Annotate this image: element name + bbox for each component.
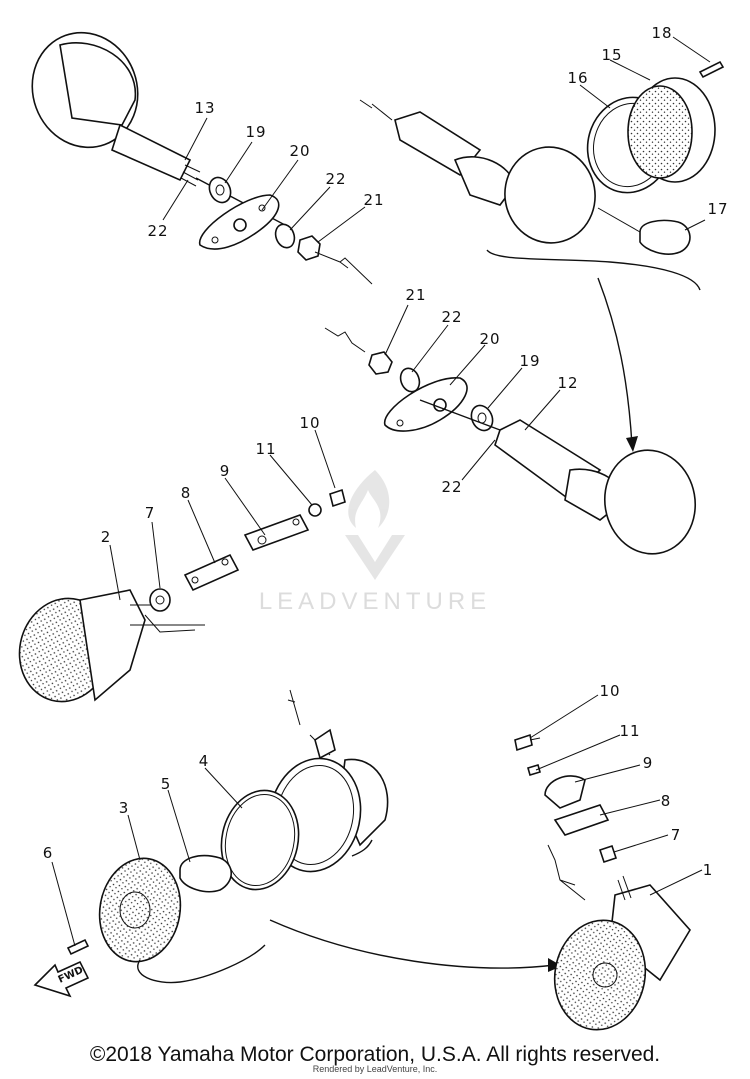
washer-18-top bbox=[208, 176, 232, 204]
callout-18: 19 bbox=[245, 123, 266, 141]
parts-diagram: LEADVENTURE bbox=[18, 24, 728, 1031]
callout-19: 20 bbox=[289, 142, 310, 160]
mid-hardware bbox=[324, 327, 501, 432]
turn-signal-2 bbox=[18, 589, 205, 703]
turn-signal-top-right bbox=[359, 99, 596, 244]
callout-20: 21 bbox=[363, 191, 384, 209]
callout-20: 21 bbox=[405, 286, 426, 304]
group-bracket-bottom-left-end bbox=[351, 839, 373, 857]
callout-19: 20 bbox=[479, 330, 500, 348]
screw-17 bbox=[698, 60, 725, 79]
leader-lines bbox=[51, 36, 711, 947]
callout-16: 17 bbox=[707, 200, 728, 218]
callout-4: 4 bbox=[199, 752, 210, 770]
bulb-5 bbox=[179, 854, 233, 893]
turn-signal-13 bbox=[31, 31, 286, 226]
callout-8: 8 bbox=[661, 792, 672, 810]
screw-6 bbox=[66, 938, 90, 956]
callout-5: 5 bbox=[161, 775, 172, 793]
callout-7: 7 bbox=[145, 504, 156, 522]
fwd-arrow: FWD bbox=[33, 960, 90, 998]
callout-22: 22 bbox=[147, 222, 168, 240]
pointer-arrow-bottom bbox=[269, 919, 556, 969]
nut-20-top bbox=[297, 235, 373, 285]
callout-9: 9 bbox=[220, 462, 231, 480]
callout-6: 6 bbox=[43, 844, 54, 862]
ring-4 bbox=[220, 789, 300, 891]
leadventure-watermark: LEADVENTURE bbox=[259, 470, 491, 615]
callout-1: 1 bbox=[703, 861, 714, 879]
callout-7: 7 bbox=[671, 826, 682, 844]
group-bracket-bottom-left bbox=[137, 944, 266, 984]
lens-14 bbox=[627, 77, 716, 183]
callout-11: 11 bbox=[255, 440, 276, 458]
callout-21: 22 bbox=[325, 170, 346, 188]
callout-9: 9 bbox=[643, 754, 654, 772]
svg-text:LEADVENTURE: LEADVENTURE bbox=[259, 588, 491, 615]
callout-15: 16 bbox=[567, 69, 588, 87]
bulb-16 bbox=[597, 207, 691, 255]
callout-11: 11 bbox=[619, 722, 640, 740]
washer-21-top bbox=[274, 223, 296, 249]
callout-13: 13 bbox=[194, 99, 215, 117]
group-bracket-top-right bbox=[486, 249, 701, 291]
callout-3: 3 bbox=[119, 799, 130, 817]
callout-17: 18 bbox=[651, 24, 672, 42]
callout-10: 10 bbox=[599, 682, 620, 700]
mount-parts-left bbox=[149, 488, 346, 612]
copyright-notice: ©2018 Yamaha Motor Corporation, U.S.A. A… bbox=[89, 1043, 661, 1066]
turn-signal-1 bbox=[553, 875, 691, 1031]
callout-8: 8 bbox=[181, 484, 192, 502]
callouts: 13 19 20 22 21 22 18 15 16 17 21 22 20 1… bbox=[43, 24, 728, 879]
bracket-19-top bbox=[199, 194, 280, 250]
rendered-by-credit: Rendered by LeadVenture, Inc. bbox=[312, 1064, 438, 1074]
turn-signal-12 bbox=[494, 419, 697, 555]
callout-12: 12 bbox=[557, 374, 578, 392]
callout-14: 15 bbox=[601, 46, 622, 64]
mount-parts-right bbox=[514, 733, 618, 901]
callout-21: 22 bbox=[441, 308, 462, 326]
callout-10: 10 bbox=[299, 414, 320, 432]
callout-18: 19 bbox=[519, 352, 540, 370]
lens-3 bbox=[98, 857, 182, 963]
callout-2: 2 bbox=[101, 528, 112, 546]
callout-22: 22 bbox=[441, 478, 462, 496]
pointer-arrow-top bbox=[597, 277, 633, 446]
